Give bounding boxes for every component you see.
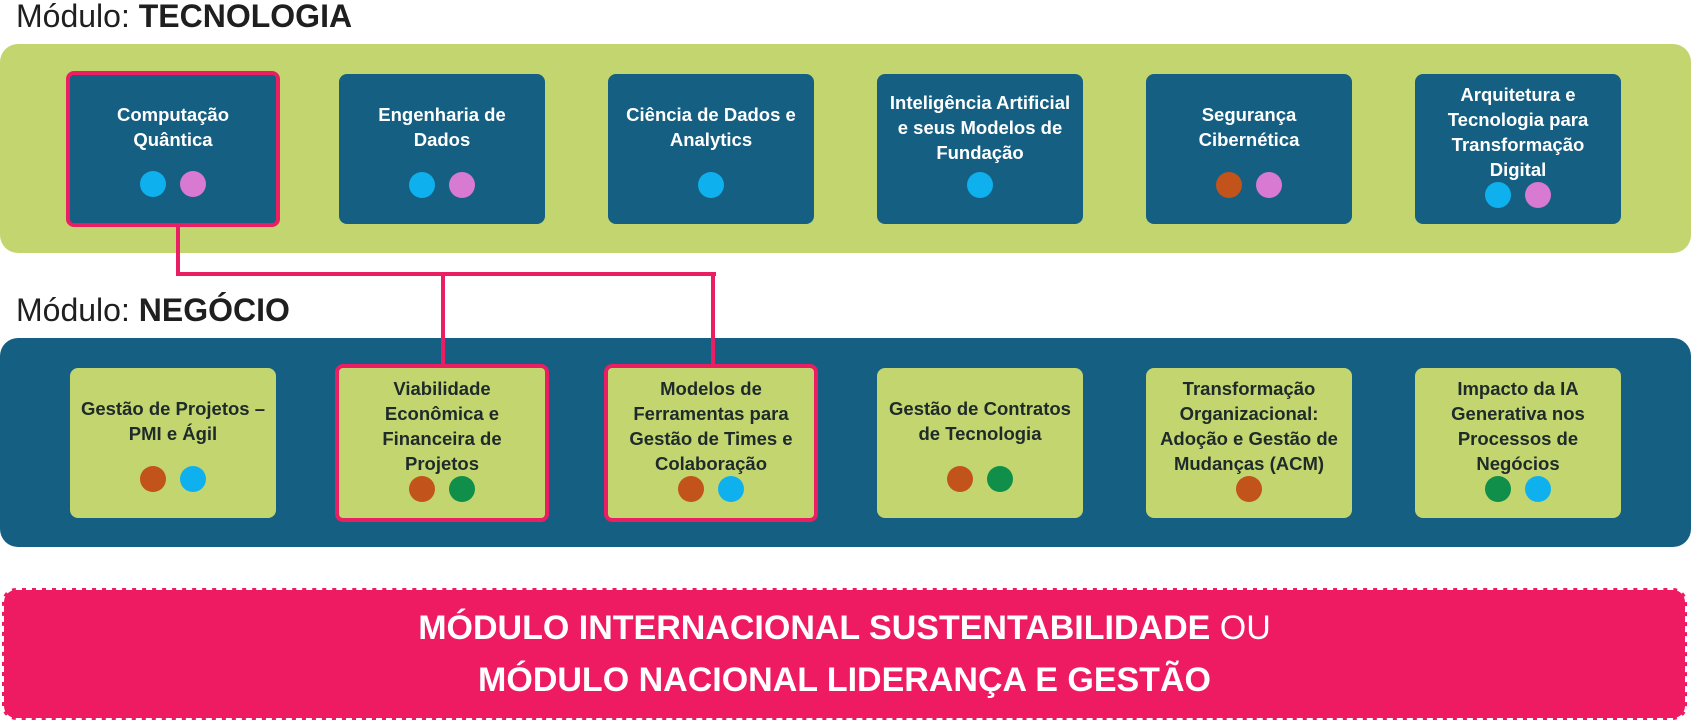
tag-dot-blue [140,171,166,197]
course-card-impacto-da-ia[interactable]: Impacto da IA Generativa nos Processos d… [1415,368,1621,518]
tag-dots [967,172,993,224]
tag-dots [1236,476,1262,518]
tag-dots [678,476,744,518]
tag-dot-purple [449,172,475,198]
tag-dots [409,172,475,224]
tag-dot-orange [678,476,704,502]
course-card-arquitetura-e-tecnologia[interactable]: Arquitetura e Tecnologia para Transforma… [1415,74,1621,224]
tag-dot-green [449,476,475,502]
module-name: TECNOLOGIA [138,0,353,34]
module-band-negocio [0,338,1691,547]
tag-dot-green [987,466,1013,492]
banner-line-2: MÓDULO NACIONAL LIDERANÇA E GESTÃO [478,661,1211,699]
tag-dots [1485,182,1551,224]
tag-dot-orange [409,476,435,502]
tag-dot-purple [1525,182,1551,208]
tag-dots [140,466,206,518]
course-card-viabilidade-economica[interactable]: Viabilidade Econômica e Financeira de Pr… [335,364,549,522]
module-prefix: Módulo: [16,0,139,34]
tag-dot-orange [1216,172,1242,198]
tag-dot-purple [180,171,206,197]
course-title: Ciência de Dados e Analytics [626,104,796,150]
course-card-seguranca-cibernetica[interactable]: Segurança Cibernética [1146,74,1352,224]
tag-dot-orange [947,466,973,492]
course-title: Viabilidade Econômica e Financeira de Pr… [382,378,502,474]
course-title: Gestão de Projetos – PMI e Ágil [80,398,266,444]
tag-dots [140,171,206,223]
banner-line-1-main: MÓDULO INTERNACIONAL SUSTENTABILIDADE [418,609,1211,647]
course-title: Impacto da IA Generativa nos Processos d… [1451,378,1585,474]
course-card-gestao-de-projetos[interactable]: Gestão de Projetos – PMI e Ágil [70,368,276,518]
tag-dots [409,476,475,518]
tag-dot-blue [409,172,435,198]
course-title: Gestão de Contratos de Tecnologia [889,398,1071,444]
tag-dots [1485,476,1551,518]
module-band-tecnologia [0,44,1691,253]
tag-dot-purple [1256,172,1282,198]
tag-dot-blue [698,172,724,198]
banner-line-1-suffix: OU [1210,609,1271,647]
course-card-gestao-de-contratos[interactable]: Gestão de Contratos de Tecnologia [877,368,1083,518]
module-name: NEGÓCIO [138,292,290,328]
connector-line [176,272,716,276]
course-title: Inteligência Artificial e seus Modelos d… [889,91,1071,163]
tag-dot-green [1485,476,1511,502]
course-card-inteligencia-artificial[interactable]: Inteligência Artificial e seus Modelos d… [877,74,1083,224]
tag-dots [1216,172,1282,224]
connector-line [441,272,445,366]
tag-dot-blue [180,466,206,492]
course-card-transformacao-organizacional[interactable]: Transformação Organizacional: Adoção e G… [1146,368,1352,518]
course-title: Segurança Cibernética [1198,104,1300,150]
module-label-negocio: Módulo: NEGÓCIO [16,294,290,326]
tag-dot-blue [967,172,993,198]
module-label-tecnologia: Módulo: TECNOLOGIA [16,0,352,32]
tag-dots [947,466,1013,518]
course-card-engenharia-de-dados[interactable]: Engenharia de Dados [339,74,545,224]
connector-line [176,224,180,276]
connector-line [711,272,715,366]
course-title: Transformação Organizacional: Adoção e G… [1160,378,1338,474]
course-title: Arquitetura e Tecnologia para Transforma… [1447,84,1589,180]
tag-dot-blue [1525,476,1551,502]
banner-line-1: MÓDULO INTERNACIONAL SUSTENTABILIDADE OU [418,602,1271,654]
course-card-ciencia-de-dados[interactable]: Ciência de Dados e Analytics [608,74,814,224]
course-card-modelos-de-ferramentas[interactable]: Modelos de Ferramentas para Gestão de Ti… [604,364,818,522]
tag-dot-orange [1236,476,1262,502]
tag-dot-blue [718,476,744,502]
course-title: Computação Quântica [116,104,230,150]
course-card-computacao-quantica[interactable]: Computação Quântica [66,71,280,227]
module-prefix: Módulo: [16,292,139,328]
tag-dots [698,172,724,224]
tag-dot-orange [140,466,166,492]
course-title: Engenharia de Dados [378,104,506,150]
tag-dot-blue [1485,182,1511,208]
bottom-module-banner: MÓDULO INTERNACIONAL SUSTENTABILIDADE OU… [2,588,1687,720]
course-title: Modelos de Ferramentas para Gestão de Ti… [629,378,793,474]
